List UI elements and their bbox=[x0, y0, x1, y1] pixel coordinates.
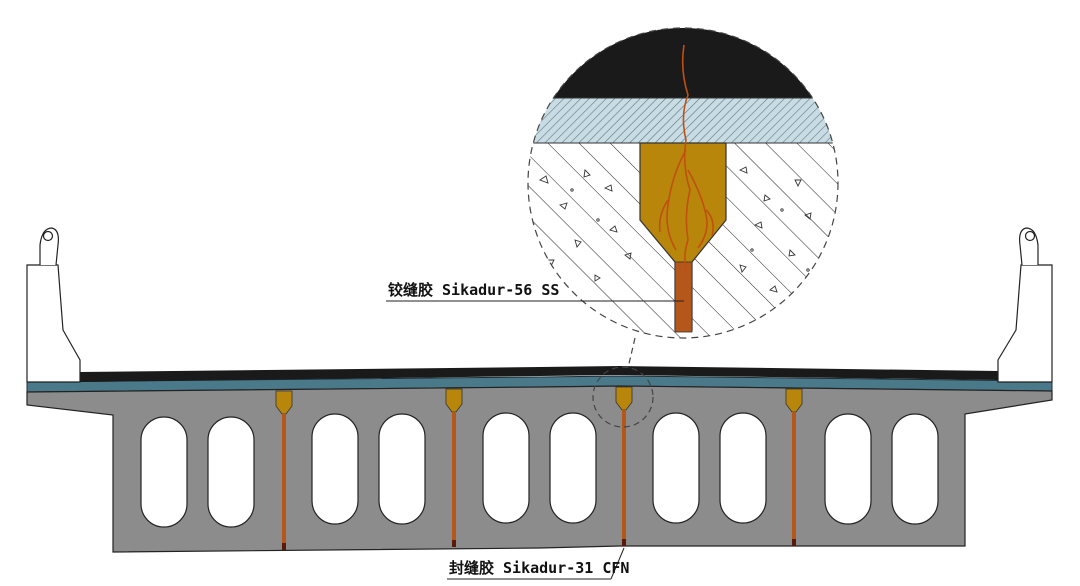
detail-magnified-view bbox=[527, 27, 839, 339]
girder-void bbox=[824, 413, 872, 525]
hinge-joint bbox=[445, 388, 463, 547]
hinge-joints bbox=[275, 386, 803, 550]
girder-void bbox=[652, 412, 700, 524]
girder-void bbox=[378, 413, 426, 525]
detail-cracks bbox=[658, 44, 714, 271]
detail-leader-line bbox=[627, 337, 636, 369]
girder-voids bbox=[140, 412, 939, 528]
girder-void bbox=[549, 412, 597, 524]
left-barrier bbox=[26, 227, 81, 383]
hinge-glue-label: 铰缝胶 Sikadur-56 SS bbox=[388, 281, 559, 299]
asphalt-layer bbox=[80, 366, 998, 382]
girder-void bbox=[719, 412, 767, 524]
girder-void bbox=[140, 416, 188, 528]
seal-glue-label: 封缝胶 Sikadur-31 CFN bbox=[449, 559, 629, 577]
detail-seal-glue bbox=[674, 261, 693, 333]
girder-void bbox=[207, 416, 255, 528]
girder-void bbox=[311, 413, 359, 525]
girder-void bbox=[482, 412, 530, 524]
hinge-joint bbox=[615, 386, 633, 546]
detail-circle-outline bbox=[527, 27, 839, 339]
detail-marker-circle bbox=[592, 366, 654, 428]
right-barrier bbox=[997, 227, 1053, 383]
seal-glue-leader-diag bbox=[610, 547, 625, 580]
detail-aggregate-marks bbox=[539, 166, 812, 293]
girder-void bbox=[891, 413, 939, 525]
hinge-joint bbox=[785, 388, 803, 546]
hinge-joint bbox=[275, 390, 293, 550]
